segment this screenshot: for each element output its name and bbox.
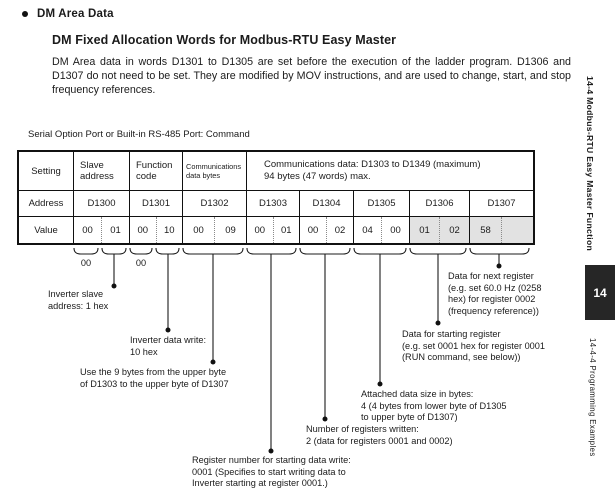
callout-starting-register: Data for starting register (e.g. set 000…: [402, 329, 546, 363]
header-comm-data-bytes: Communications data bytes: [183, 152, 247, 190]
value-cell-d1305: 04 00: [354, 217, 410, 243]
address-cell-d1300: D1300: [74, 191, 130, 216]
value-d1307-hi: 58: [470, 217, 502, 243]
chapter-number-tab: 14: [585, 265, 615, 320]
sidebar-section-title: 14-4 Modbus-RTU Easy Master Function: [585, 76, 595, 252]
value-d1301-hi: 00: [130, 217, 157, 243]
table-value-row: Value 00 01 00 10 00 09 00 01 00 02 04 00 01 02…: [19, 217, 533, 243]
value-cell-d1302: 00 09: [183, 217, 247, 243]
callout-nine-bytes: Use the 9 bytes from the upper byte of D…: [80, 367, 229, 389]
address-cell-d1307: D1307: [487, 198, 516, 209]
value-row-label: Value: [19, 217, 74, 243]
callout-registers-written: Number of registers written: 2 (data for…: [306, 424, 453, 446]
value-cell-d1306: 01 02: [410, 217, 470, 243]
value-d1304-lo: 02: [334, 224, 346, 236]
value-d1300-lo: 01: [110, 224, 121, 236]
value-d1304-hi: 00: [300, 217, 327, 243]
value-cell-d1301: 00 10: [130, 217, 183, 243]
sidebar-subsection-title: 14-4-4 Programming Examples: [588, 338, 597, 457]
callout-attached-size: Attached data size in bytes: 4 (4 bytes …: [361, 389, 507, 423]
table-address-row: Address D1300 D1301 D1302 D1303 D1304 D1…: [19, 191, 533, 217]
section-heading: DM Area Data: [22, 8, 114, 20]
address-cell-d1303: D1303: [247, 191, 300, 216]
value-cell-d1303: 00 01: [247, 217, 300, 243]
value-d1300-hi: 00: [74, 217, 102, 243]
value-d1306-lo: 02: [449, 224, 460, 236]
header-function-code: Function code: [130, 152, 183, 190]
callout-next-register: Data for next register (e.g. set 60.0 Hz…: [448, 271, 542, 316]
section-heading-text: DM Area Data: [37, 8, 114, 20]
header-comm-data-span: Communications data: D1303 to D1349 (max…: [264, 159, 481, 182]
value-d1305-lo: 00: [390, 224, 401, 236]
address-cell-d1302: D1302: [183, 191, 247, 216]
value-d1302-lo: 09: [225, 224, 236, 236]
value-cell-d1304: 00 02: [300, 217, 354, 243]
address-cell-d1305: D1305: [354, 191, 410, 216]
value-d1301-lo: 10: [163, 224, 175, 236]
value-cell-d1307: 58: [470, 217, 533, 243]
value-d1302-hi: 00: [183, 217, 215, 243]
address-cell-d1301: D1301: [130, 191, 183, 216]
value-d1303-lo: 01: [280, 224, 292, 236]
value-d1307-lo: [502, 217, 533, 243]
value-d1305-hi: 04: [354, 217, 382, 243]
byte-label-d1301-hi: 00: [135, 258, 147, 268]
byte-label-d1300-hi: 00: [80, 258, 92, 268]
table-caption: Serial Option Port or Built-in RS-485 Po…: [28, 129, 250, 140]
address-cell-d1306: D1306: [410, 191, 470, 216]
header-setting: Setting: [19, 152, 74, 190]
callout-slave-address: Inverter slave address: 1 hex: [48, 289, 109, 311]
dm-allocation-table: Setting Slave address Function code Comm…: [17, 150, 535, 245]
bullet-icon: [22, 11, 28, 17]
callout-data-write: Inverter data write: 10 hex: [130, 335, 207, 357]
body-paragraph: DM Area data in words D1301 to D1305 are…: [52, 56, 571, 96]
header-slave-address: Slave address: [74, 152, 130, 190]
value-cell-d1300: 00 01: [74, 217, 130, 243]
table-header-row: Setting Slave address Function code Comm…: [19, 152, 533, 191]
callout-register-number: Register number for starting data write:…: [192, 455, 351, 489]
address-row-label: Address: [19, 191, 74, 216]
value-d1306-hi: 01: [410, 217, 440, 243]
address-cell-d1304: D1304: [300, 191, 354, 216]
subsection-heading: DM Fixed Allocation Words for Modbus-RTU…: [52, 33, 397, 47]
underbraces: [73, 247, 530, 255]
value-d1303-hi: 00: [247, 217, 274, 243]
